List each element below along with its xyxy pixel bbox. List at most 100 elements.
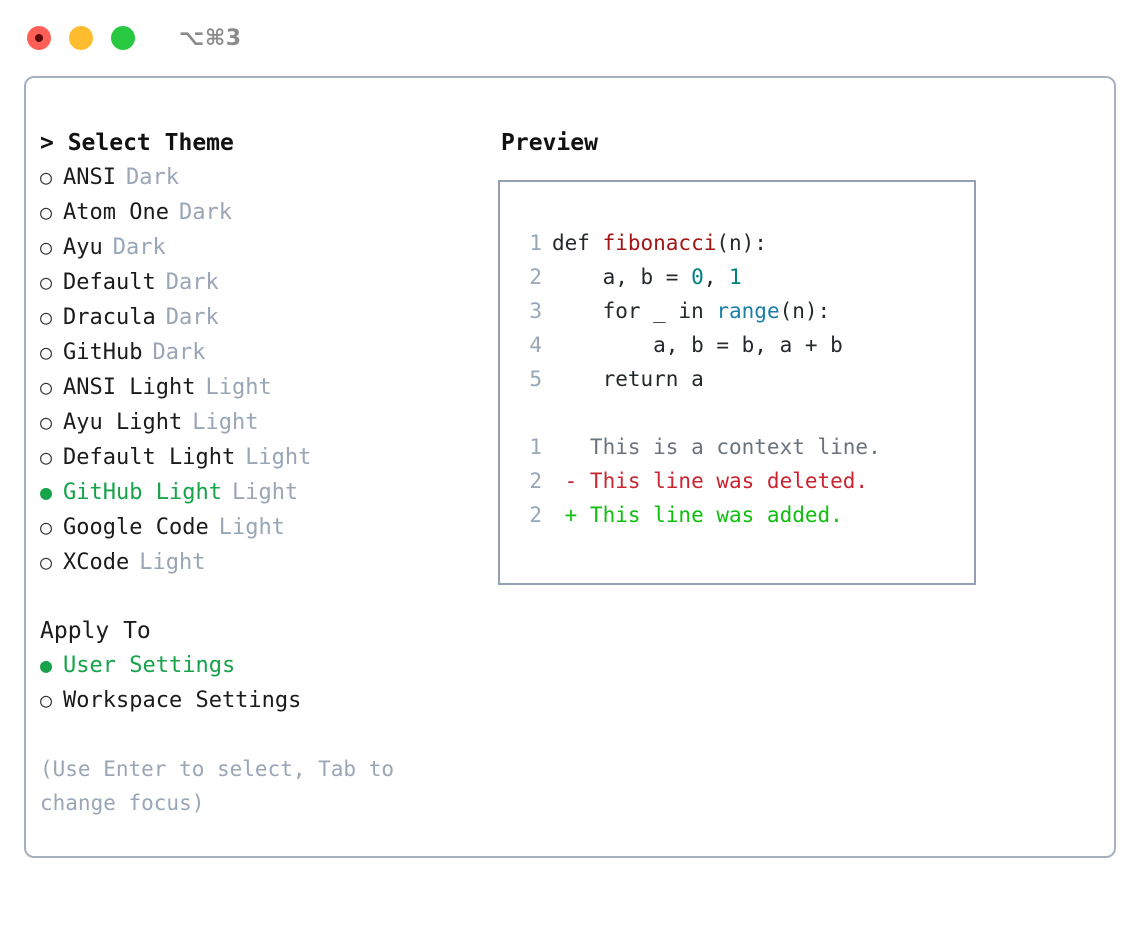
theme-name: Ayu [63,235,103,260]
line-number: 2 [529,265,542,289]
radio-unselected-icon[interactable]: ○ [40,410,53,434]
keyboard-hint-text: (Use Enter to select, Tab to change focu… [40,757,407,815]
apply-to-list: ● User Settings ○ Workspace Settings [40,648,496,718]
preview-heading: Preview [501,130,598,156]
theme-variant-badge: Dark [165,305,219,330]
code-token: (n): [716,231,767,255]
theme-list-item[interactable]: ○ Default Light Light [40,440,496,475]
radio-selected-icon[interactable]: ● [40,653,53,677]
window-controls [27,26,135,50]
theme-name: Default [63,270,156,295]
code-token: def [552,231,603,255]
theme-variant-badge: Dark [112,235,166,260]
theme-name: Default Light [63,445,236,470]
theme-variant-badge: Light [218,515,285,540]
line-number: 1 [529,435,542,459]
apply-to-label: User Settings [63,653,236,678]
code-token: range [716,299,780,323]
maximize-button[interactable] [111,26,135,50]
theme-list-item[interactable]: ○ GitHub Dark [40,335,496,370]
apply-to-item[interactable]: ○ Workspace Settings [40,683,496,718]
line-number: 1 [529,231,542,255]
theme-name: Dracula [63,305,156,330]
theme-variant-badge: Dark [152,340,206,365]
theme-list-item[interactable]: ● GitHub Light Light [40,475,496,510]
radio-unselected-icon[interactable]: ○ [40,340,53,364]
radio-unselected-icon[interactable]: ○ [40,305,53,329]
code-token: 0 [691,265,704,289]
close-button[interactable] [27,26,51,50]
select-theme-heading: > Select Theme [40,130,234,156]
theme-name: XCode [63,550,130,575]
code-token: fibonacci [602,231,717,255]
radio-unselected-icon[interactable]: ○ [40,445,53,469]
theme-list-item[interactable]: ○ ANSI Dark [40,160,496,195]
code-token: This is a context line. [552,435,881,459]
code-token: 1 [729,265,742,289]
code-line: 3 for _ in range(n): [516,294,974,328]
radio-selected-icon[interactable]: ● [40,480,53,504]
diff-line: 1 This is a context line. [516,430,974,464]
code-line: 5 return a [516,362,974,396]
theme-variant-badge: Dark [165,270,219,295]
theme-variant-badge: Light [205,375,272,400]
theme-name: ANSI Light [63,375,196,400]
theme-list-item[interactable]: ○ Ayu Light Light [40,405,496,440]
apply-to-label: Workspace Settings [63,688,302,713]
theme-variant-badge: Light [139,550,206,575]
radio-unselected-icon[interactable]: ○ [40,165,53,189]
apply-to-item[interactable]: ● User Settings [40,648,496,683]
code-token: , [703,265,730,289]
theme-variant-badge: Light [192,410,259,435]
radio-unselected-icon[interactable]: ○ [40,550,53,574]
theme-variant-badge: Dark [125,165,179,190]
diff-sample: 1 This is a context line.2 - This line w… [516,430,974,532]
list-spacer [40,580,496,614]
code-token: + This line was added. [552,503,843,527]
theme-variant-badge: Light [245,445,312,470]
theme-list-item[interactable]: ○ ANSI Light Light [40,370,496,405]
theme-name: GitHub [63,340,143,365]
theme-list-item[interactable]: ○ Dracula Dark [40,300,496,335]
code-token: - This line was deleted. [552,469,869,493]
apply-to-heading: Apply To [40,618,151,644]
radio-unselected-icon[interactable]: ○ [40,515,53,539]
theme-name: Google Code [63,515,209,540]
theme-list-item[interactable]: ○ Ayu Dark [40,230,496,265]
theme-list-item[interactable]: ○ Google Code Light [40,510,496,545]
code-token: (n): [779,299,831,323]
radio-unselected-icon[interactable]: ○ [40,270,53,294]
radio-unselected-icon[interactable]: ○ [40,375,53,399]
theme-name: Ayu Light [63,410,183,435]
keyboard-shortcut-label: ⌥⌘3 [179,25,242,51]
radio-unselected-icon[interactable]: ○ [40,235,53,259]
minimize-button[interactable] [69,26,93,50]
line-number: 2 [529,503,542,527]
code-blank-line [516,396,974,430]
diff-line: 2 + This line was added. [516,498,974,532]
radio-unselected-icon[interactable]: ○ [40,200,53,224]
title-bar: ⌥⌘3 [0,0,1140,76]
code-line: 4 a, b = b, a + b [516,328,974,362]
theme-list-item[interactable]: ○ Default Dark [40,265,496,300]
theme-name: GitHub Light [63,480,222,505]
line-number: 5 [529,367,542,391]
radio-unselected-icon[interactable]: ○ [40,688,53,712]
theme-list-item[interactable]: ○ XCode Light [40,545,496,580]
code-token: for _ in [552,299,717,323]
line-number: 2 [529,469,542,493]
line-number: 4 [529,333,542,357]
theme-variant-badge: Dark [178,200,232,225]
theme-variant-badge: Light [231,480,299,505]
diff-line: 2 - This line was deleted. [516,464,974,498]
line-number: 3 [529,299,542,323]
code-token: return a [552,367,704,391]
code-line: 1 def fibonacci(n): [516,226,974,260]
theme-name: ANSI [63,165,116,190]
